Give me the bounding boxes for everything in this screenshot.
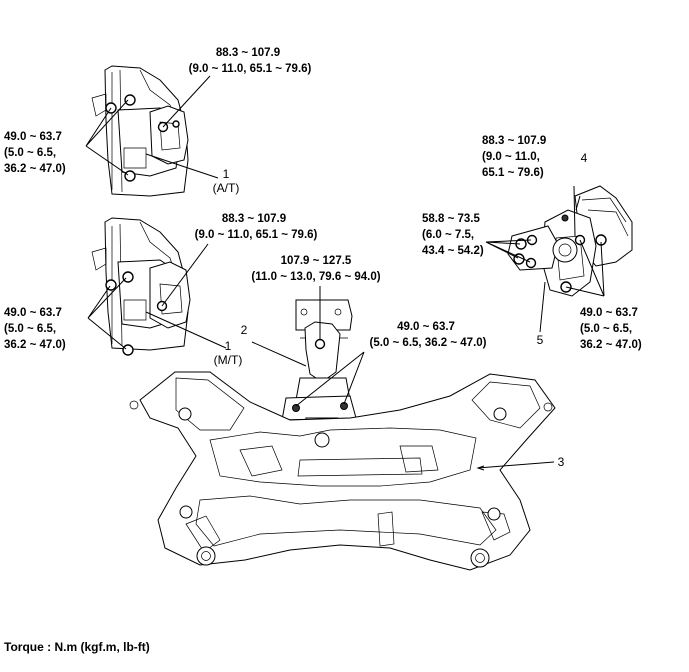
engine-mount-top-torque-line2: (9.0 ~ 11.0, bbox=[482, 151, 540, 163]
transaxle-mount-at bbox=[91, 65, 189, 197]
svg-text:36.2 ~ 47.0): 36.2 ~ 47.0) bbox=[4, 163, 66, 175]
at-left-torque-line2: (5.0 ~ 6.5, bbox=[4, 147, 56, 159]
svg-text:1: 1 bbox=[223, 167, 230, 181]
svg-text:2: 2 bbox=[241, 323, 248, 337]
svg-text:(M/T): (M/T) bbox=[214, 353, 243, 367]
engine-mount-left-torque-line3: 43.4 ~ 54.2) bbox=[422, 245, 484, 257]
engine-mount-right-torque-line1: 49.0 ~ 63.7 bbox=[580, 307, 638, 319]
callout-4: 4 bbox=[581, 151, 588, 165]
svg-text:(6.0 ~ 7.5,: (6.0 ~ 7.5, bbox=[422, 229, 474, 241]
roll-rod-bracket-torque-line1: 49.0 ~ 63.7 bbox=[397, 321, 455, 333]
svg-text:1: 1 bbox=[225, 339, 232, 353]
svg-text:49.0 ~ 63.7: 49.0 ~ 63.7 bbox=[4, 131, 62, 143]
svg-text:36.2 ~ 47.0): 36.2 ~ 47.0) bbox=[580, 339, 642, 351]
svg-text:58.8 ~ 73.5: 58.8 ~ 73.5 bbox=[422, 213, 480, 225]
svg-text:43.4 ~ 54.2): 43.4 ~ 54.2) bbox=[422, 245, 484, 257]
svg-text:5: 5 bbox=[537, 333, 544, 347]
roll-rod-bracket-torque-line2: (5.0 ~ 6.5, 36.2 ~ 47.0) bbox=[370, 337, 487, 349]
svg-text:49.0 ~ 63.7: 49.0 ~ 63.7 bbox=[397, 321, 455, 333]
engine-mount-right-torque-line2: (5.0 ~ 6.5, bbox=[580, 323, 632, 335]
svg-text:65.1 ~ 79.6): 65.1 ~ 79.6) bbox=[482, 167, 544, 179]
svg-text:(9.0 ~ 11.0,: (9.0 ~ 11.0, bbox=[482, 151, 540, 163]
at-top-torque-line2: (9.0 ~ 11.0, 65.1 ~ 79.6) bbox=[189, 63, 312, 75]
sub-frame bbox=[129, 371, 556, 571]
engine-mount bbox=[507, 185, 633, 297]
svg-text:4: 4 bbox=[581, 151, 588, 165]
transaxle-mount-mt bbox=[91, 217, 191, 356]
callout-3: 3 bbox=[558, 455, 565, 469]
at-left-torque-line1: 49.0 ~ 63.7 bbox=[4, 131, 62, 143]
callout-5: 5 bbox=[537, 333, 544, 347]
svg-text:(9.0 ~ 11.0, 65.1 ~ 79.6): (9.0 ~ 11.0, 65.1 ~ 79.6) bbox=[195, 229, 318, 241]
svg-text:(5.0 ~ 6.5, 36.2 ~ 47.0): (5.0 ~ 6.5, 36.2 ~ 47.0) bbox=[370, 337, 487, 349]
engine-mount-top-torque-line1: 88.3 ~ 107.9 bbox=[482, 135, 546, 147]
svg-text:88.3 ~ 107.9: 88.3 ~ 107.9 bbox=[216, 47, 280, 59]
roll-rod-torque-line2: (11.0 ~ 13.0, 79.6 ~ 94.0) bbox=[251, 271, 380, 283]
at-left-torque-line3: 36.2 ~ 47.0) bbox=[4, 163, 66, 175]
engine-mount-left-torque-line2: (6.0 ~ 7.5, bbox=[422, 229, 474, 241]
svg-text:88.3 ~ 107.9: 88.3 ~ 107.9 bbox=[482, 135, 546, 147]
svg-text:107.9 ~ 127.5: 107.9 ~ 127.5 bbox=[281, 255, 352, 267]
svg-text:(5.0 ~ 6.5,: (5.0 ~ 6.5, bbox=[580, 323, 632, 335]
callout-2: 2 bbox=[241, 323, 248, 337]
engine-mount-right-torque-line3: 36.2 ~ 47.0) bbox=[580, 339, 642, 351]
mt-top-torque-line1: 88.3 ~ 107.9 bbox=[222, 213, 286, 225]
svg-text:49.0 ~ 63.7: 49.0 ~ 63.7 bbox=[4, 307, 62, 319]
callout-1-at: 1 bbox=[223, 167, 230, 181]
callout-1-at-sub: (A/T) bbox=[213, 181, 240, 195]
mt-top-torque-line2: (9.0 ~ 11.0, 65.1 ~ 79.6) bbox=[195, 229, 318, 241]
mt-left-torque-line1: 49.0 ~ 63.7 bbox=[4, 307, 62, 319]
torque-units-footnote: Torque : N.m (kgf.m, lb-ft) bbox=[4, 640, 150, 654]
roll-rod-torque-line1: 107.9 ~ 127.5 bbox=[281, 255, 352, 267]
svg-text:49.0 ~ 63.7: 49.0 ~ 63.7 bbox=[580, 307, 638, 319]
engine-mount-left-torque-line1: 58.8 ~ 73.5 bbox=[422, 213, 480, 225]
svg-text:88.3 ~ 107.9: 88.3 ~ 107.9 bbox=[222, 213, 286, 225]
svg-text:(11.0 ~ 13.0, 79.6 ~ 94.0): (11.0 ~ 13.0, 79.6 ~ 94.0) bbox=[251, 271, 380, 283]
at-top-torque-line1: 88.3 ~ 107.9 bbox=[216, 47, 280, 59]
mt-left-torque-line2: (5.0 ~ 6.5, bbox=[4, 323, 56, 335]
svg-text:(A/T): (A/T) bbox=[213, 181, 240, 195]
callout-1-mt: 1 bbox=[225, 339, 232, 353]
svg-text:(9.0 ~ 11.0, 65.1 ~ 79.6): (9.0 ~ 11.0, 65.1 ~ 79.6) bbox=[189, 63, 312, 75]
mt-left-torque-line3: 36.2 ~ 47.0) bbox=[4, 339, 66, 351]
svg-text:(5.0 ~ 6.5,: (5.0 ~ 6.5, bbox=[4, 147, 56, 159]
svg-text:36.2 ~ 47.0): 36.2 ~ 47.0) bbox=[4, 339, 66, 351]
engine-mount-top-torque-line3: 65.1 ~ 79.6) bbox=[482, 167, 544, 179]
callout-1-mt-sub: (M/T) bbox=[214, 353, 243, 367]
svg-text:(5.0 ~ 6.5,: (5.0 ~ 6.5, bbox=[4, 323, 56, 335]
svg-text:3: 3 bbox=[558, 455, 565, 469]
